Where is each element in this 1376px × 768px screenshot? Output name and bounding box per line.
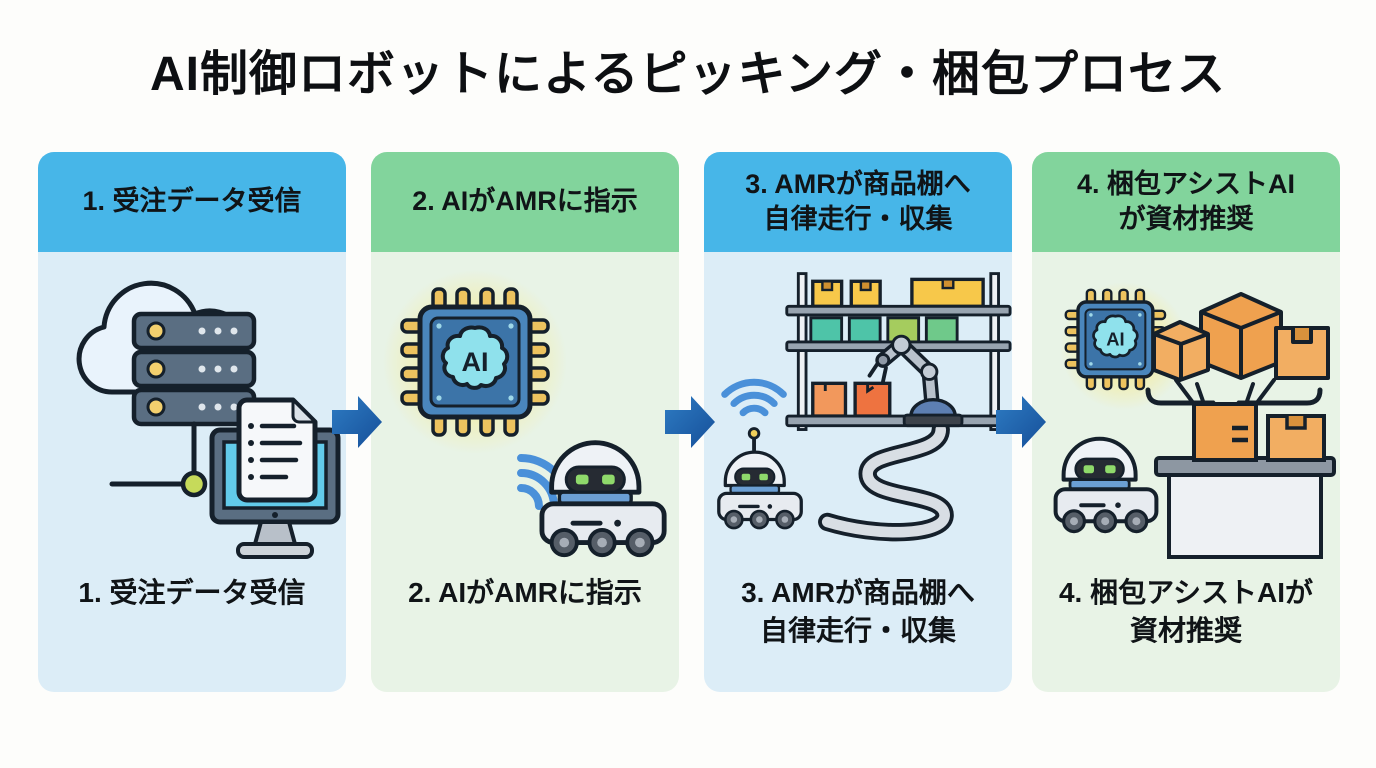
storage-boxes-icon	[809, 277, 985, 418]
flow-arrow-icon	[996, 396, 1046, 448]
step-1-header: 1. 受注データ受信	[38, 152, 346, 252]
step-card-1: 1. 受注データ受信	[38, 152, 346, 692]
step-2-body: 2. AIがAMRに指示	[371, 252, 679, 692]
step-4-header: 4. 梱包アシストAI が資材推奨	[1032, 152, 1340, 252]
antenna-icon	[747, 427, 761, 451]
step-1-body: 1. 受注データ受信	[38, 252, 346, 692]
amr-robot-icon	[1056, 439, 1157, 532]
ai-chip-icon	[1064, 288, 1167, 391]
step-1-caption: 1. 受注データ受信	[78, 577, 306, 608]
wifi-signal-icon	[725, 382, 784, 413]
step-4-caption: 4. 梱包アシストAIが 資材推奨	[1058, 577, 1313, 646]
travel-path-icon	[818, 420, 954, 542]
server-stack-icon	[131, 311, 257, 427]
step-card-2: 2. AIがAMRに指示 2. AIがAMRに指示	[371, 152, 679, 692]
amr-robot-icon	[542, 443, 664, 556]
open-box-icon	[1174, 378, 1326, 462]
packing-table-icon	[1154, 456, 1336, 559]
cardboard-boxes-icon	[1152, 292, 1330, 382]
flow-arrow-icon	[332, 396, 382, 448]
flow-arrow-icon	[665, 396, 715, 448]
order-document-icon	[236, 397, 318, 503]
robotic-arm-icon	[867, 334, 964, 428]
step-3-caption: 3. AMRが商品棚へ 自律走行・収集	[741, 577, 975, 646]
warehouse-shelf-icon	[785, 272, 1012, 431]
page-title: AI制御ロボットによるピッキング・梱包プロセス	[149, 48, 1227, 101]
network-node-icon	[109, 421, 208, 498]
step-2-caption: 2. AIがAMRに指示	[408, 577, 642, 608]
ai-instruction-illustration	[383, 270, 675, 562]
packing-illustration	[1036, 282, 1336, 559]
amr-robot-icon	[717, 450, 803, 530]
step-card-3: 3. AMRが商品棚へ 自律走行・収集	[704, 152, 1012, 692]
step-3-header: 3. AMRが商品棚へ 自律走行・収集	[704, 152, 1012, 252]
step-2-header: 2. AIがAMRに指示	[371, 152, 679, 252]
ai-chip-icon	[402, 289, 548, 435]
picking-illustration	[717, 272, 1012, 542]
step-3-body: 3. AMRが商品棚へ 自律走行・収集	[704, 252, 1012, 692]
order-data-illustration	[76, 280, 341, 559]
step-4-body: 4. 梱包アシストAIが 資材推奨	[1032, 252, 1340, 692]
step-card-4: 4. 梱包アシストAI が資材推奨	[1032, 152, 1340, 692]
